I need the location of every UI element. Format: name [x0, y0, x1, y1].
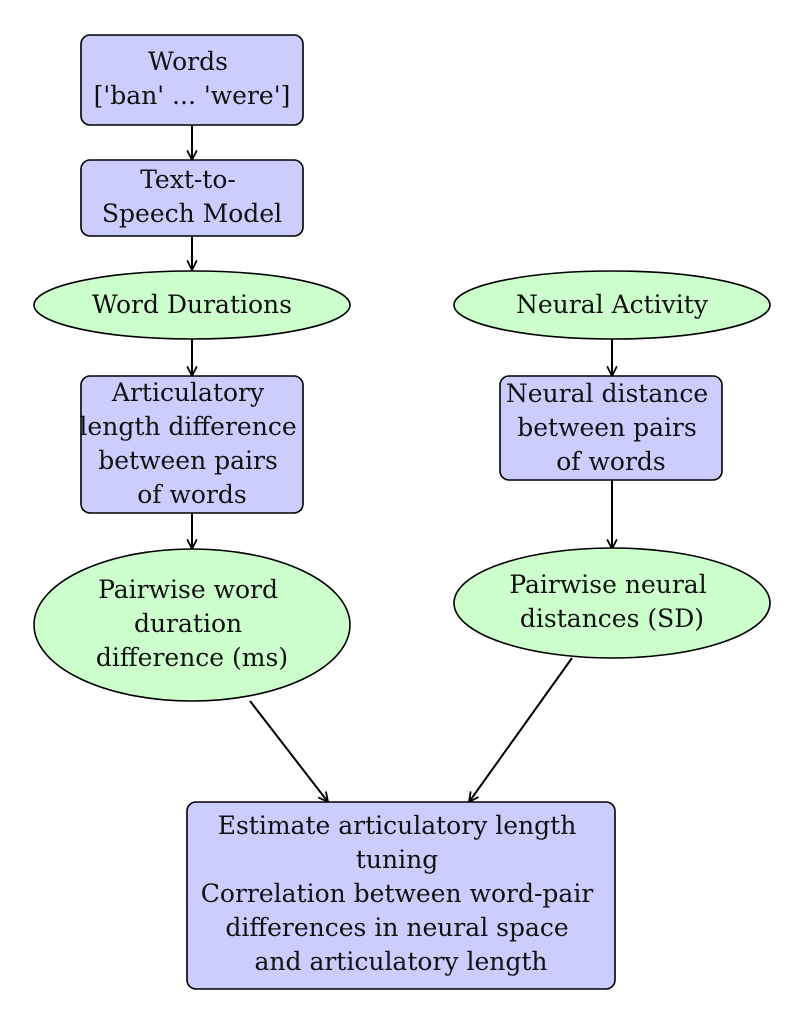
node-pairwise-dur-line-1: Pairwise word [98, 575, 278, 604]
node-durations-shape [33, 270, 351, 340]
node-pairwise-neural-line-1: Pairwise neural [509, 570, 706, 599]
node-artic-box [80, 375, 304, 514]
node-tts-line-2: Speech Model [102, 199, 282, 228]
node-tts-label: Text-to- Speech Model [102, 165, 282, 228]
node-neural-distance-line-3: of words [556, 447, 666, 476]
edge-pairwise-dur-to-estimate [249, 700, 329, 803]
node-tts: Text-to- Speech Model [80, 159, 304, 237]
node-words-box [80, 34, 304, 126]
node-tts-line-1: Text-to- [140, 165, 236, 194]
node-neural-activity-line-1: Neural Activity [516, 290, 709, 319]
node-estimate-line-5: and articulatory length [254, 947, 547, 976]
node-pairwise-neural-label: Pairwise neural distances (SD) [509, 570, 714, 633]
node-pairwise-dur-label: Pairwise word duration difference (ms) [96, 575, 288, 672]
node-neural-activity: Neural Activity [453, 270, 771, 340]
node-estimate-label: Estimate articulatory length tuning Corr… [201, 811, 601, 976]
node-durations-label: Word Durations [92, 290, 292, 319]
node-tts-box [80, 159, 304, 237]
node-estimate: Estimate articulatory length tuning Corr… [186, 801, 616, 990]
node-artic: Articulatory length difference between p… [79, 375, 304, 514]
node-estimate-line-2: tuning [356, 845, 438, 874]
edges [186, 125, 618, 803]
node-artic-line-3: between pairs [98, 446, 278, 475]
node-pairwise-neural: Pairwise neural distances (SD) [453, 547, 771, 659]
node-estimate-line-3: Correlation between word-pair [201, 879, 594, 908]
edge-pairwise-neural-to-estimate [468, 657, 573, 803]
node-estimate-box [186, 801, 616, 990]
node-words-label: Words ['ban' ... 'were'] [94, 47, 291, 110]
node-neural-activity-shape [453, 270, 771, 340]
node-artic-label: Articulatory length difference between p… [79, 378, 304, 509]
node-estimate-line-1: Estimate articulatory length [218, 811, 577, 840]
node-neural-distance-line-1: Neural distance [506, 379, 708, 408]
node-artic-line-2: length difference [79, 412, 296, 441]
node-pairwise-dur: Pairwise word duration difference (ms) [33, 548, 351, 702]
node-durations-line-1: Word Durations [92, 290, 292, 319]
node-words: Words ['ban' ... 'were'] [80, 34, 304, 126]
node-pairwise-neural-line-2: distances (SD) [520, 604, 704, 633]
nodes: Words ['ban' ... 'were'] Text-to- Speech… [33, 34, 771, 990]
node-neural-distance-line-2: between pairs [517, 413, 697, 442]
node-pairwise-dur-shape [33, 548, 351, 702]
node-artic-line-4: of words [137, 480, 247, 509]
node-artic-line-1: Articulatory [111, 378, 265, 407]
node-pairwise-neural-shape [453, 547, 771, 659]
node-pairwise-dur-line-3: difference (ms) [96, 643, 288, 672]
node-neural-distance-label: Neural distance between pairs of words [506, 379, 716, 476]
node-neural-activity-label: Neural Activity [516, 290, 709, 319]
node-neural-distance-box [499, 375, 723, 481]
node-pairwise-dur-line-2: duration [134, 609, 242, 638]
node-words-line-1: Words [148, 47, 228, 76]
node-durations: Word Durations [33, 270, 351, 340]
node-words-line-2: ['ban' ... 'were'] [94, 81, 291, 110]
node-neural-distance: Neural distance between pairs of words [499, 375, 723, 481]
node-estimate-line-4: differences in neural space [225, 913, 568, 942]
